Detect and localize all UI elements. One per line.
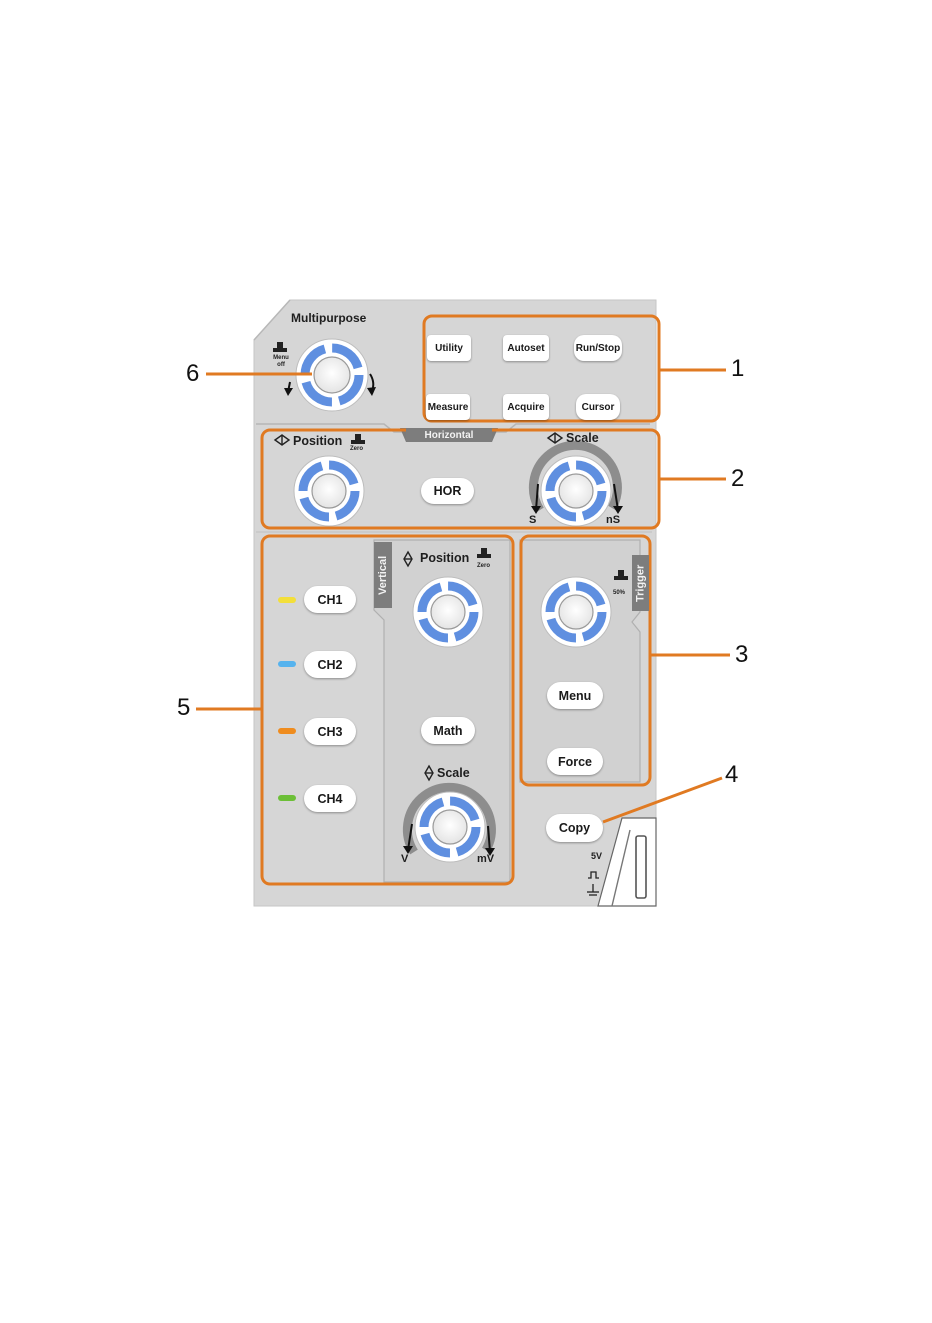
- trigger-tab: Trigger: [632, 555, 649, 611]
- fifty-percent-label: 50%: [613, 590, 625, 596]
- horizontal-tab: Horizontal: [406, 428, 492, 442]
- vertical-scale-mv-label: mV: [477, 853, 494, 865]
- zero-label-horizontal: Zero: [350, 446, 363, 452]
- horizontal-scale-knob[interactable]: [541, 456, 611, 526]
- ch3-button[interactable]: CH3: [304, 718, 356, 745]
- ch1-led: [278, 597, 296, 603]
- callout-number-2: 2: [731, 465, 744, 493]
- ch4-button[interactable]: CH4: [304, 785, 356, 812]
- autoset-button[interactable]: Autoset: [503, 335, 549, 361]
- copy-button[interactable]: Copy: [546, 814, 603, 842]
- ch3-led: [278, 728, 296, 734]
- math-button[interactable]: Math: [421, 717, 475, 744]
- terminal-5v-label: 5V: [591, 851, 602, 861]
- ch1-button[interactable]: CH1: [304, 586, 356, 613]
- acquire-button[interactable]: Acquire: [503, 394, 549, 420]
- horizontal-scale-s-label: S: [529, 514, 536, 526]
- menu-off-label: Menu off: [269, 355, 293, 369]
- probe-terminal-slot: [636, 836, 646, 898]
- callout-number-5: 5: [177, 694, 190, 722]
- measure-button[interactable]: Measure: [426, 394, 470, 420]
- ch2-button[interactable]: CH2: [304, 651, 356, 678]
- utility-button[interactable]: Utility: [427, 335, 471, 361]
- vertical-scale-label: Scale: [437, 766, 470, 780]
- hor-button[interactable]: HOR: [421, 478, 474, 504]
- horizontal-scale-label: Scale: [566, 431, 599, 445]
- ch2-led: [278, 661, 296, 667]
- horizontal-position-knob[interactable]: [294, 456, 364, 526]
- callout-number-3: 3: [735, 641, 748, 669]
- vertical-scale-knob[interactable]: [415, 792, 485, 862]
- ch4-led: [278, 795, 296, 801]
- vertical-position-label: Position: [420, 551, 469, 565]
- trigger-level-knob[interactable]: [541, 577, 611, 647]
- horizontal-position-label: Position: [293, 434, 342, 448]
- run-stop-button[interactable]: Run/Stop: [574, 335, 622, 361]
- cursor-button[interactable]: Cursor: [576, 394, 620, 420]
- trigger-menu-button[interactable]: Menu: [547, 682, 603, 709]
- vertical-tab: Vertical: [374, 542, 392, 608]
- horizontal-scale-ns-label: nS: [606, 514, 620, 526]
- vertical-scale-v-label: V: [401, 853, 408, 865]
- callout-number-4: 4: [725, 761, 738, 789]
- vertical-position-knob[interactable]: [413, 577, 483, 647]
- multipurpose-label: Multipurpose: [291, 311, 366, 325]
- callout-number-6: 6: [186, 360, 199, 388]
- force-button[interactable]: Force: [547, 748, 603, 775]
- callout-number-1: 1: [731, 355, 744, 383]
- zero-label-vertical: Zero: [477, 563, 490, 569]
